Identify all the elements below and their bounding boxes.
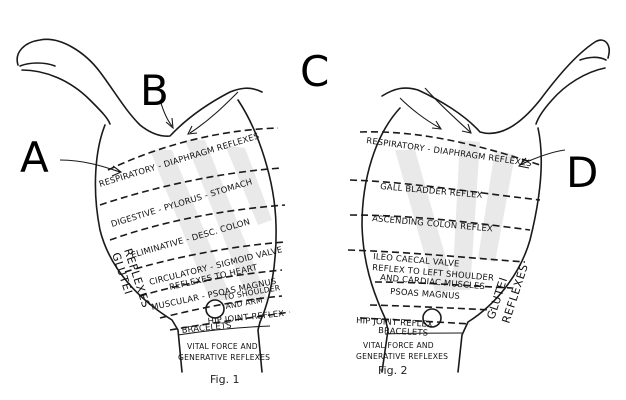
fig1-zone-line [159, 295, 283, 319]
fig1-zone-line [99, 167, 283, 206]
fig1-thumb-outline [16, 38, 263, 137]
fig1-vital-label: VITAL FORCE AND [187, 342, 258, 351]
fig2-shading-band [478, 150, 515, 262]
fig2-arrowhead-left [431, 120, 443, 130]
fig1-arrowhead-top [187, 125, 198, 135]
fig1-vital-label-2: GENERATIVE REFLEXES [178, 353, 270, 362]
fig1-shading-band [225, 145, 272, 225]
fig2-hip-joint-circle [422, 308, 442, 328]
fig2-shading-band [452, 140, 480, 290]
fig2-zone-line [374, 281, 513, 289]
fig2-shading-band [395, 150, 455, 292]
fig1-shading-band [150, 150, 232, 300]
callout-a: A [20, 133, 49, 182]
fig2-zone-line [359, 317, 471, 325]
fig1-left-edge [94, 124, 183, 373]
fig2-arrow-mid [424, 87, 471, 133]
callout-c: C [300, 47, 329, 96]
fig2-thumbnail [579, 56, 607, 61]
fig1-labels: RESPIRATORY - DIAPHRAGM REFLEXES DIGESTI… [98, 131, 285, 386]
fig1-illustration [16, 38, 291, 373]
fig1-arrow-top [189, 91, 239, 134]
fig1-zone-line [109, 204, 286, 241]
fig1-caption: Fig. 1 [210, 373, 240, 386]
fig1-thumb-inner [21, 69, 111, 125]
fig2-thumb-inner [535, 67, 606, 125]
fig1-hip-joint-circle [205, 299, 225, 319]
fig2-vital-label: VITAL FORCE AND [363, 341, 434, 350]
fig2-vital-label-2: GENERATIVE REFLEXES [356, 352, 448, 361]
fig2-arrowhead-d [517, 157, 530, 169]
fig1-bracelet-line [177, 325, 271, 336]
fig1-arrow-b [159, 99, 173, 127]
fig1-right-edge [237, 99, 277, 373]
fig2-arrow-d [519, 149, 566, 166]
fig2-bracelet-line [384, 332, 463, 335]
fig2-arrow-left [399, 97, 441, 129]
fig2-bracelets-label: BRACELETS [378, 325, 429, 338]
fig2-left-edge [361, 107, 401, 373]
fig2-zone-line [349, 179, 541, 201]
fig2-arrowhead-mid [461, 123, 472, 134]
fig2-zone-line [359, 131, 541, 166]
fig2-caption: Fig. 2 [378, 364, 408, 377]
fig2-zone-line [369, 304, 493, 311]
fig1-zone-line [139, 269, 283, 297]
fig2-right-edge [457, 127, 543, 373]
fig1-zone-line [124, 241, 286, 273]
fig1-arrowhead-b [165, 117, 174, 130]
fig1-zone-line [107, 127, 279, 171]
fig2-zone-line [349, 214, 531, 231]
fig1-shading-band [185, 140, 268, 300]
callout-d: D [566, 148, 598, 197]
fig1-arrow-a [59, 159, 121, 173]
fig2-hip-label: HIP JOINT REFLEX [356, 315, 433, 329]
fig2-thumb-outline [381, 39, 610, 135]
fig2-zone-line [347, 249, 526, 263]
fig1-arrowhead-a [111, 165, 123, 177]
fig1-zone-line [169, 311, 291, 331]
fig2-psoas-label: PSOAS MAGNUS [390, 286, 460, 301]
callout-b: B [140, 66, 169, 115]
fig2-illustration [347, 39, 610, 373]
fig1-bracelets-label: BRACELETS [181, 320, 232, 335]
fig1-thumbnail [19, 62, 56, 67]
